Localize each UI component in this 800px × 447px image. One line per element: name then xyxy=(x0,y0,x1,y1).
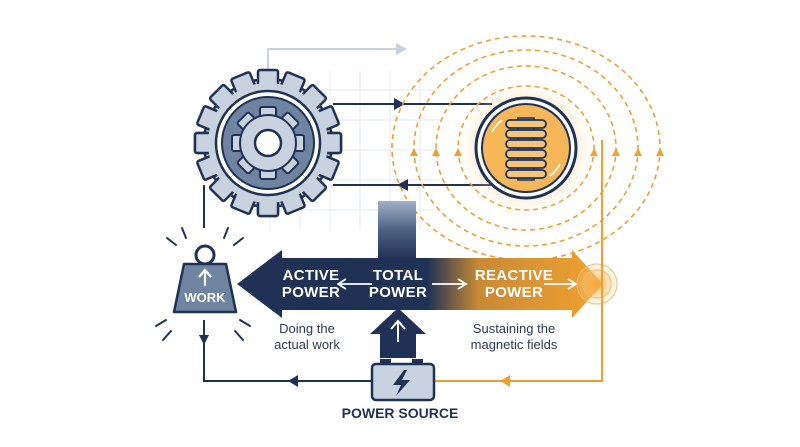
reactive-power-line2: POWER xyxy=(484,284,544,301)
work-label: WORK xyxy=(184,290,226,305)
reactive-power-label: REACTIVE POWER xyxy=(466,267,562,301)
active-desc-line1: Doing the xyxy=(279,321,335,336)
total-power-label: TOTAL POWER xyxy=(360,267,436,301)
total-power-stem xyxy=(378,201,416,259)
reactive-power-line1: REACTIVE xyxy=(474,267,554,284)
active-power-line2: POWER xyxy=(281,284,341,301)
battery-icon xyxy=(370,359,436,402)
reactive-power-description: Sustaining the magnetic fields xyxy=(452,321,576,353)
reactive-desc-line2: magnetic fields xyxy=(470,337,558,352)
total-power-line2: POWER xyxy=(368,284,428,301)
source-up-arrow xyxy=(370,308,426,358)
active-desc-line2: actual work xyxy=(274,337,340,352)
total-power-line1: TOTAL xyxy=(372,267,424,284)
gear-icon xyxy=(193,68,343,218)
inner-arrows xyxy=(337,278,578,290)
right-loop-path xyxy=(434,140,603,387)
weight-icon xyxy=(155,227,251,341)
reactive-desc-line1: Sustaining the xyxy=(472,321,556,336)
left-loop-path xyxy=(199,185,372,387)
active-power-description: Doing the actual work xyxy=(252,321,362,353)
gear-coil-connectors xyxy=(333,98,492,191)
arrow-tip-glow xyxy=(575,262,619,306)
lightning-icon xyxy=(393,370,410,396)
active-power-label: ACTIVE POWER xyxy=(268,267,354,301)
power-arrow xyxy=(237,250,603,318)
top-feedback-path xyxy=(267,43,407,76)
coil-icon xyxy=(474,96,578,200)
active-power-line1: ACTIVE xyxy=(282,267,340,284)
power-source-label: POWER SOURCE xyxy=(341,405,459,421)
